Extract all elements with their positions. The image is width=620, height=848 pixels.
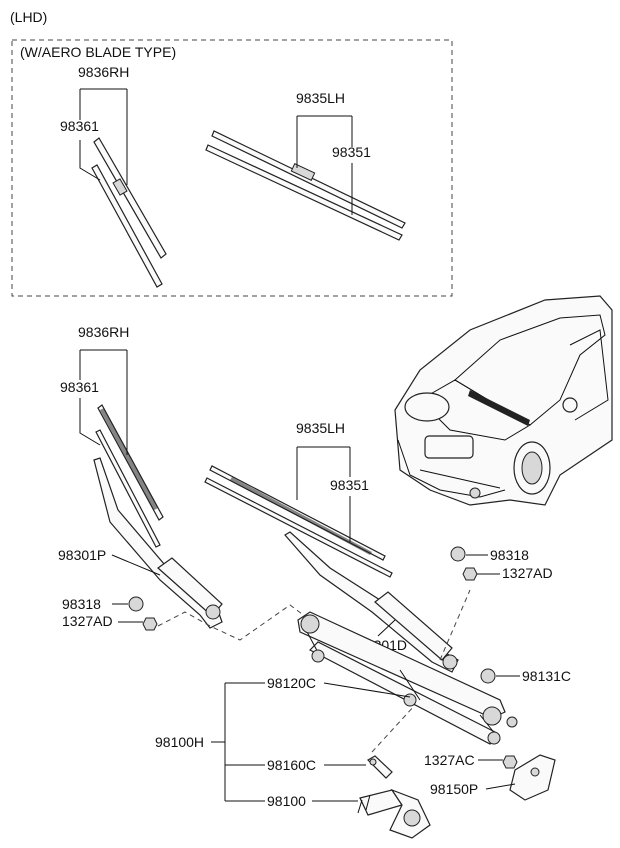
refill-lh-label: 98351 — [330, 477, 369, 493]
wiper-linkage — [297, 611, 518, 745]
blade-rh-label: 9836RH — [78, 324, 129, 340]
arm-lh — [284, 531, 459, 673]
inset-refill-rh-label: 98361 — [60, 118, 99, 134]
bracket — [509, 754, 556, 801]
cap-left-label: 98318 — [62, 596, 101, 612]
motor-label: 98100 — [267, 793, 306, 809]
car-illustration — [394, 295, 613, 506]
nut-right-label: 1327AD — [502, 565, 553, 581]
cap-right-label: 98318 — [490, 547, 529, 563]
inset-blade-rh-label: 9836RH — [78, 64, 129, 80]
nut-left — [142, 617, 158, 631]
cap-right — [450, 546, 466, 562]
nut-left-label: 1327AD — [62, 613, 113, 629]
bracket-label: 98150P — [430, 781, 478, 797]
nut-right — [462, 567, 478, 581]
pivot-cap-label: 98131C — [522, 668, 571, 684]
bolt-label: 1327AC — [424, 752, 475, 768]
aero-blade-inset: (W/AERO BLADE TYPE) 9836RH 98361 9835LH … — [11, 39, 453, 297]
inset-blade-lh — [205, 130, 406, 241]
assembly-label: 98100H — [155, 734, 204, 750]
refill-rh-label: 98361 — [60, 379, 99, 395]
blade-lh-label: 9835LH — [296, 420, 345, 436]
cap-left — [128, 596, 144, 612]
arm-rh-label: 98301P — [58, 547, 106, 563]
bolt — [502, 755, 518, 769]
wiper-motor — [357, 788, 431, 839]
pivot-cap — [480, 668, 496, 684]
inset-blade-rh — [91, 137, 167, 288]
inset-frame — [11, 39, 453, 297]
crank-arm — [367, 755, 393, 779]
arm-rh — [93, 457, 223, 629]
crank-label: 98160C — [267, 757, 316, 773]
blade-lh — [204, 465, 393, 578]
blade-rh — [95, 404, 164, 548]
linkage-label: 98120C — [267, 675, 316, 691]
inset-blade-lh-label: 9835LH — [296, 90, 345, 106]
inset-refill-lh-label: 98351 — [332, 144, 371, 160]
variant-label: (LHD) — [10, 9, 47, 25]
inset-title: (W/AERO BLADE TYPE) — [20, 44, 176, 60]
